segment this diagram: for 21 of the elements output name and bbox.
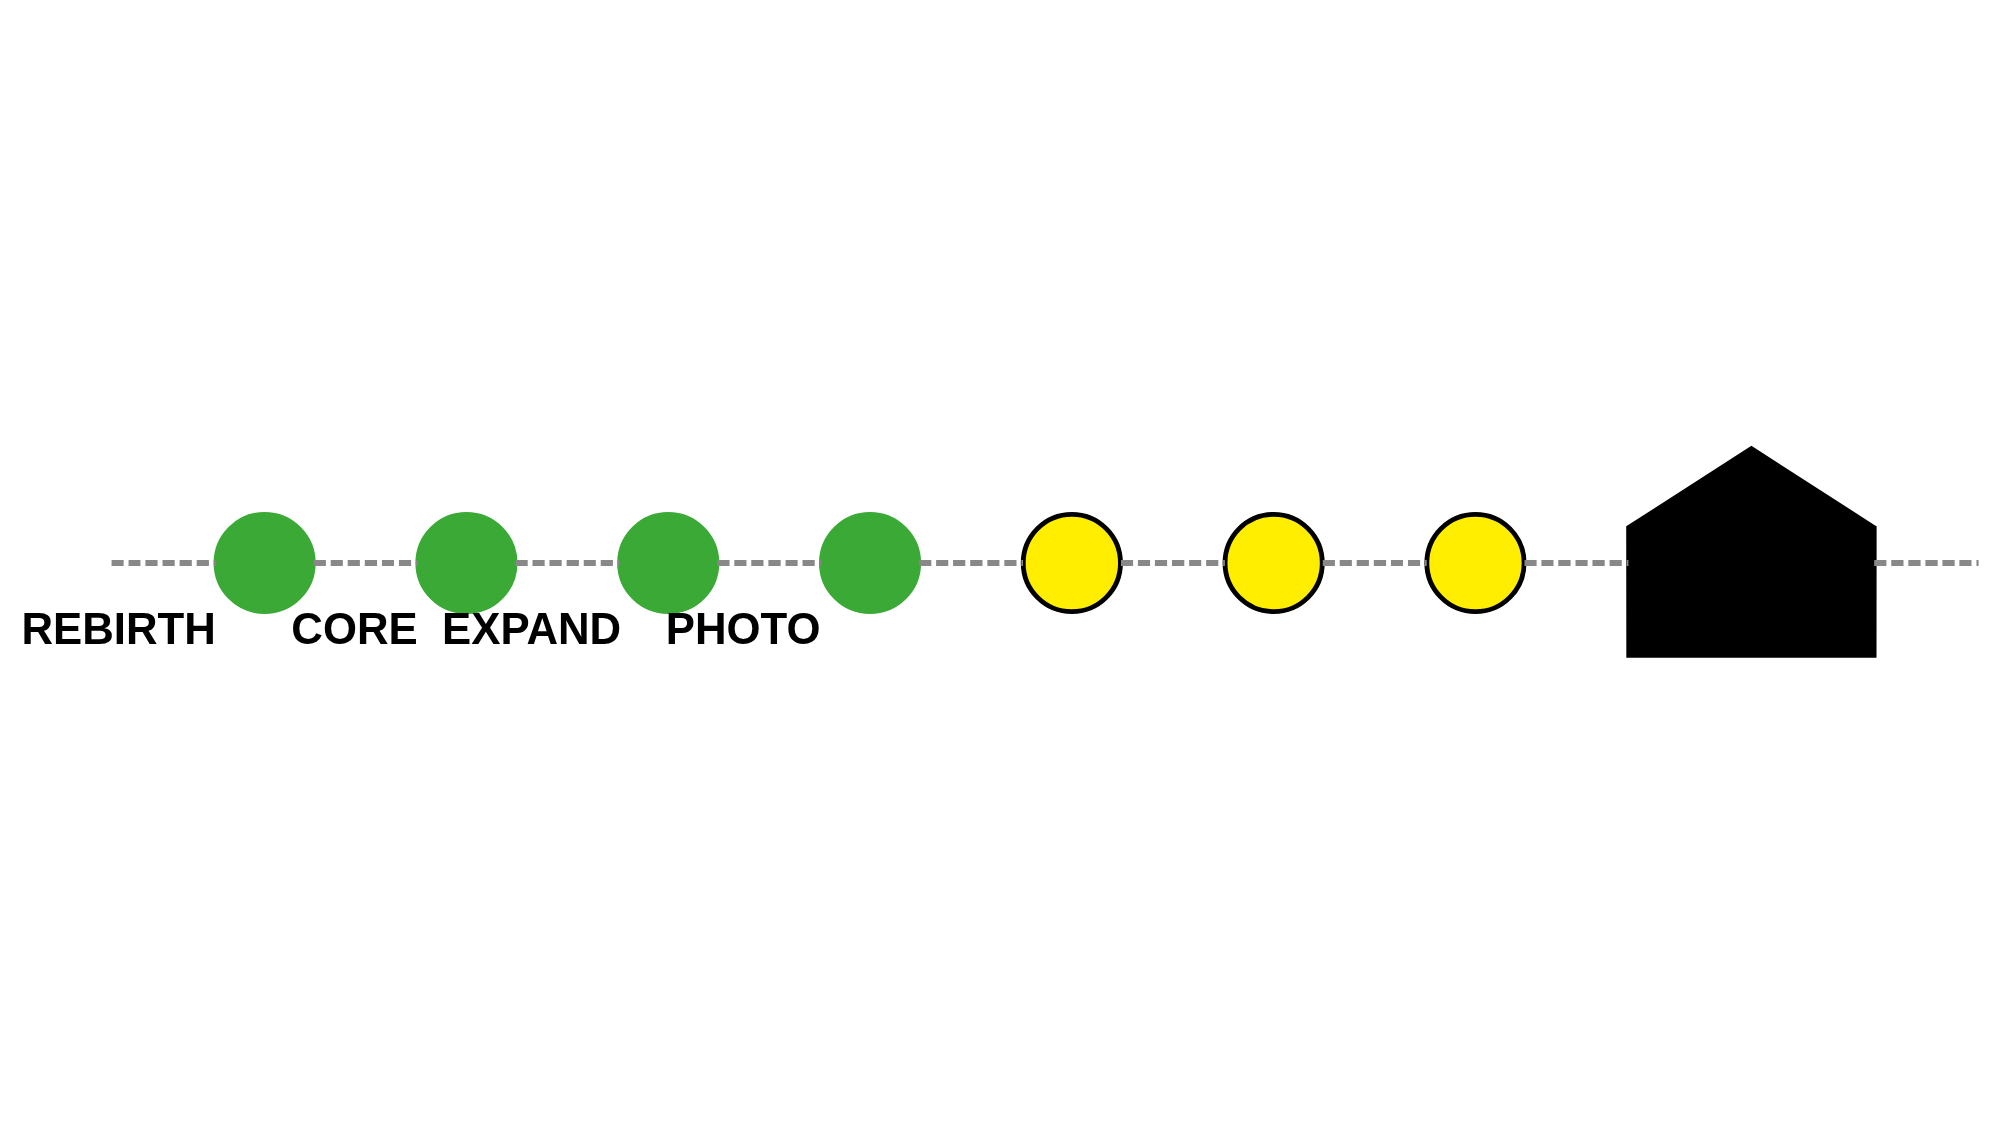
node-circle: [1222, 511, 1325, 615]
node-label: CORE: [290, 604, 418, 654]
node-circle: [213, 511, 316, 615]
connector: [515, 559, 619, 567]
connector: [716, 559, 821, 567]
node-label: EXPAND: [441, 604, 621, 654]
connector: [1322, 559, 1427, 567]
connector: [1524, 559, 1628, 567]
connector: [313, 559, 418, 567]
node-circle: [1020, 511, 1123, 615]
connector: [918, 559, 1023, 567]
node-circle: [414, 511, 517, 615]
node-circle: [818, 511, 921, 615]
node-label: REBIRTH: [21, 604, 216, 654]
node-circle: [616, 511, 719, 615]
connector: [1120, 559, 1225, 567]
node-picture: [1625, 445, 1877, 658]
connector: [111, 559, 216, 567]
connector: [1873, 559, 1979, 567]
node-circle: [1423, 511, 1526, 615]
node-label: PHOTO: [665, 604, 821, 654]
